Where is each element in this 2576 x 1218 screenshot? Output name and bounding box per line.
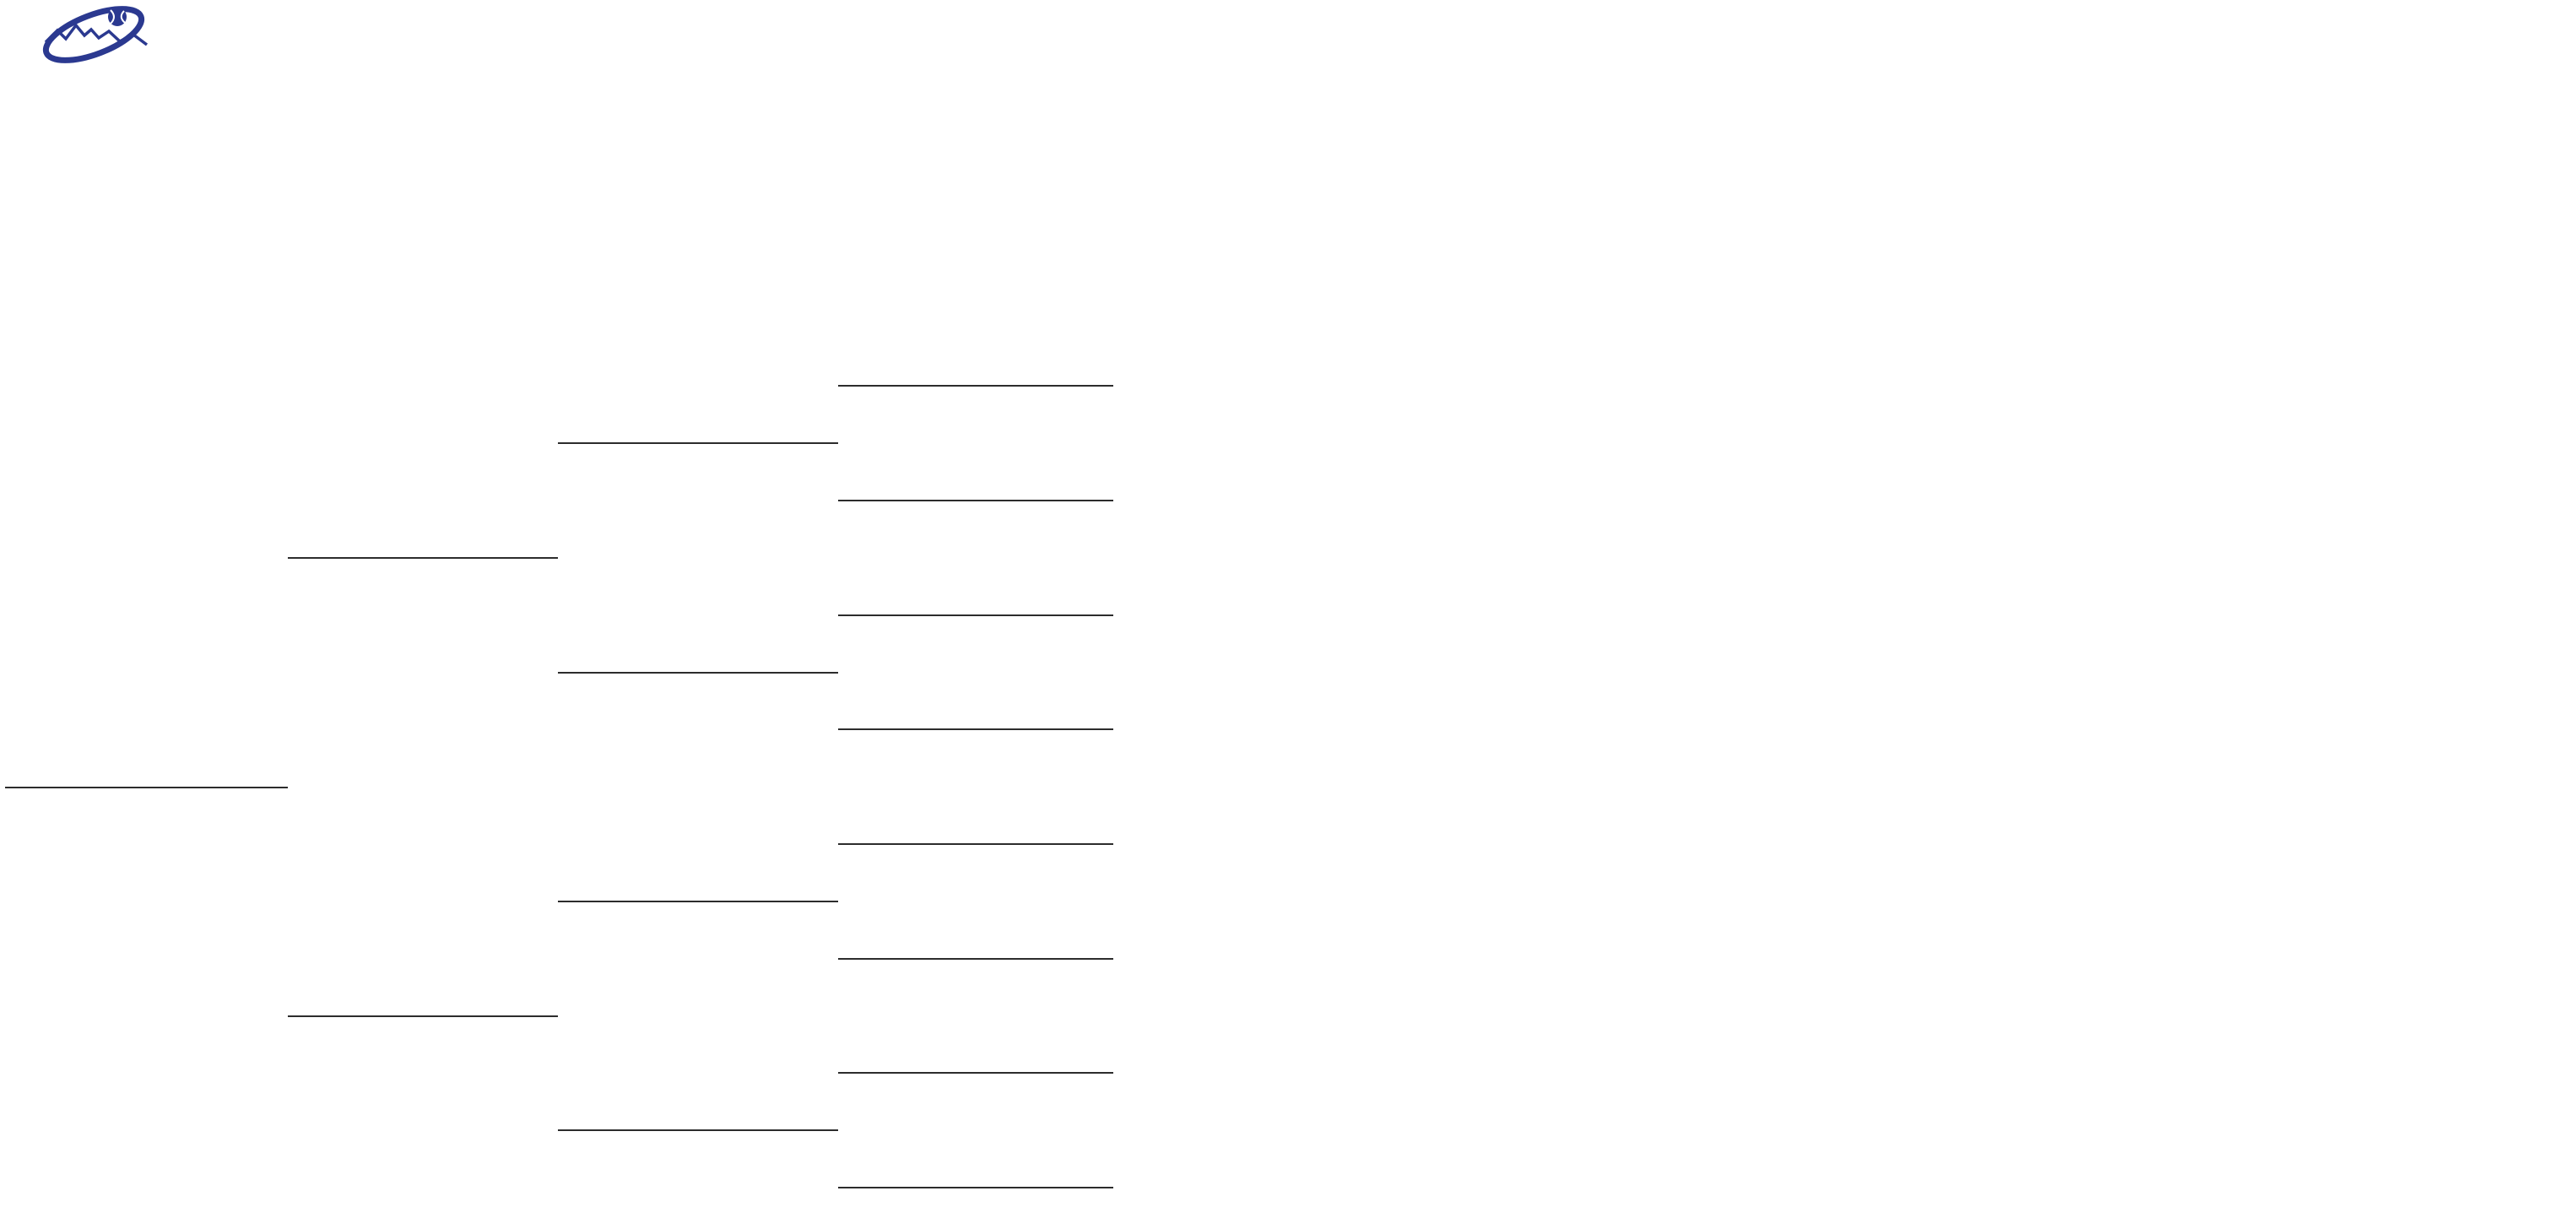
- bracket-line: [558, 901, 838, 902]
- bracket-line: [838, 958, 1113, 960]
- bracket-line: [838, 500, 1113, 501]
- bracket-line: [558, 672, 838, 674]
- bracket-line: [288, 557, 558, 559]
- bracket-line: [288, 1015, 558, 1017]
- bracket-line: [838, 614, 1113, 616]
- bracket-line: [838, 843, 1113, 845]
- bracket-line: [838, 728, 1113, 730]
- bracket-line: [838, 1072, 1113, 1074]
- bracket-line: [838, 1187, 1113, 1188]
- bracket-line: [838, 385, 1113, 387]
- bracket-line: [5, 787, 288, 788]
- logo: [5, 3, 191, 98]
- bracket-line: [558, 442, 838, 444]
- tennis-logo-icon: [42, 6, 149, 63]
- bracket-line: [558, 1129, 838, 1131]
